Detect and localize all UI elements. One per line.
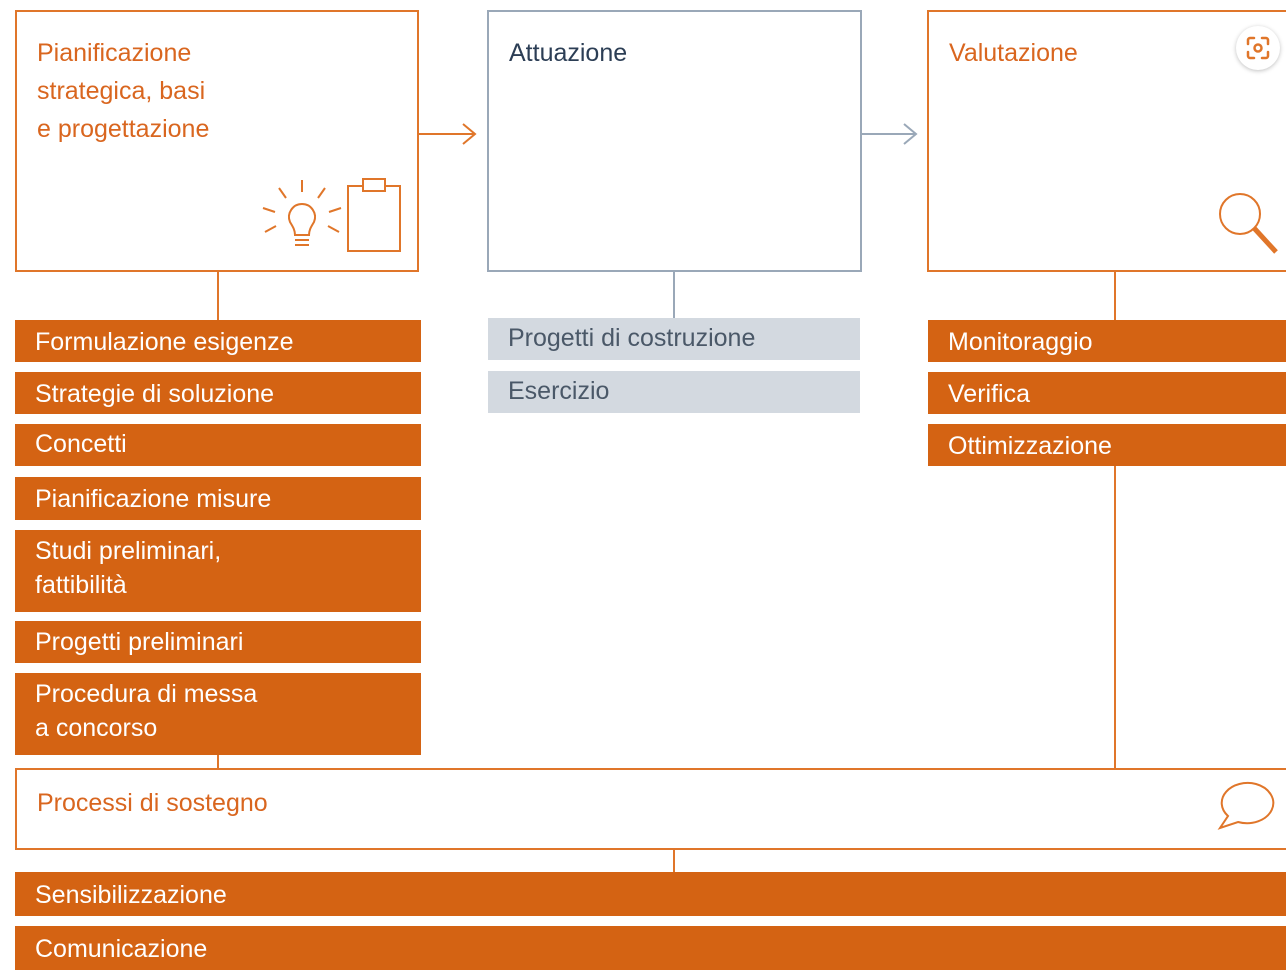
phase-implementation-title: Attuazione — [509, 39, 628, 67]
lightbulb-icon — [262, 180, 342, 246]
connector-planning-to-support — [217, 755, 219, 770]
planning-item: Pianificazione misure — [15, 477, 421, 520]
phase-evaluation-box: Valutazione — [927, 10, 1286, 272]
phase-evaluation-title: Valutazione — [949, 39, 1078, 67]
speech-bubble-icon — [1217, 781, 1275, 830]
connector-evaluation-down — [1114, 270, 1116, 320]
evaluation-item: Verifica — [928, 372, 1286, 414]
lens-scan-button[interactable] — [1236, 26, 1280, 70]
implementation-item: Esercizio — [488, 371, 860, 413]
planning-item: Progetti preliminari — [15, 621, 421, 663]
clipboard-icon — [347, 178, 401, 252]
connector-implementation-down — [673, 270, 675, 318]
connector-support-down — [673, 848, 675, 872]
support-item: Comunicazione — [15, 926, 1286, 970]
phase-implementation-box: Attuazione — [487, 10, 862, 272]
magnifier-icon — [1219, 193, 1278, 254]
planning-item: Concetti — [15, 424, 421, 466]
lens-scan-icon — [1246, 36, 1270, 60]
connector-evaluation-to-support — [1114, 466, 1116, 770]
support-processes-box: Processi di sostegno — [15, 768, 1286, 850]
phase-planning-title: Pianificazione strategica, basi e proget… — [37, 39, 210, 143]
connector-planning-down — [217, 270, 219, 320]
evaluation-item: Ottimizzazione — [928, 424, 1286, 466]
support-item: Sensibilizzazione — [15, 872, 1286, 916]
arrow-implementation-to-evaluation — [861, 123, 918, 145]
phase-planning-box: Pianificazione strategica, basi e proget… — [15, 10, 419, 272]
planning-item: Studi preliminari, fattibilità — [15, 530, 421, 612]
arrow-planning-to-implementation — [418, 123, 477, 145]
evaluation-item: Monitoraggio — [928, 320, 1286, 362]
planning-item: Procedura di messa a concorso — [15, 673, 421, 755]
implementation-item: Progetti di costruzione — [488, 318, 860, 360]
planning-item: Strategie di soluzione — [15, 372, 421, 414]
support-processes-title: Processi di sostegno — [37, 789, 268, 817]
planning-item: Formulazione esigenze — [15, 320, 421, 362]
